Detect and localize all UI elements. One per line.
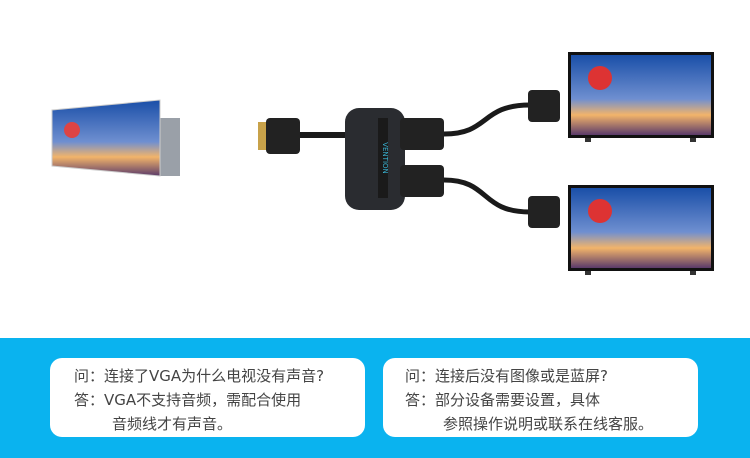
question-label: 问： — [405, 367, 436, 385]
faq-card-display: 问：连接后没有图像或是蓝屏? 答：部分设备需要设置，具体 参照操作说明或联系在线… — [383, 358, 698, 437]
answer-text-continued: 参照操作说明或联系在线客服。 — [443, 415, 654, 433]
brand-logo: VENTION — [381, 142, 389, 174]
source-computer — [51, 99, 180, 177]
answer-label: 答： — [405, 391, 436, 409]
monitor-top — [568, 52, 714, 142]
answer-text: VGA不支持音频，需配合使用 — [104, 391, 302, 409]
product-illustration: VENTION — [51, 52, 714, 275]
vga-splitter: VENTION — [345, 108, 444, 210]
answer-text: 部分设备需要设置，具体 — [435, 391, 601, 409]
vga-output-connector-bottom — [528, 196, 560, 228]
question-label: 问： — [74, 367, 105, 385]
faq-card-audio: 问：连接了VGA为什么电视没有声音? 答：VGA不支持音频，需配合使用 音频线才… — [50, 358, 365, 437]
monitor-bottom — [568, 185, 714, 275]
question-text: 连接后没有图像或是蓝屏? — [435, 367, 608, 385]
vga-output-connector-top — [528, 90, 560, 122]
question-text: 连接了VGA为什么电视没有声音? — [104, 367, 325, 385]
vga-input-connector — [258, 118, 350, 154]
answer-text-continued: 音频线才有声音。 — [112, 415, 233, 433]
answer-label: 答： — [74, 391, 105, 409]
